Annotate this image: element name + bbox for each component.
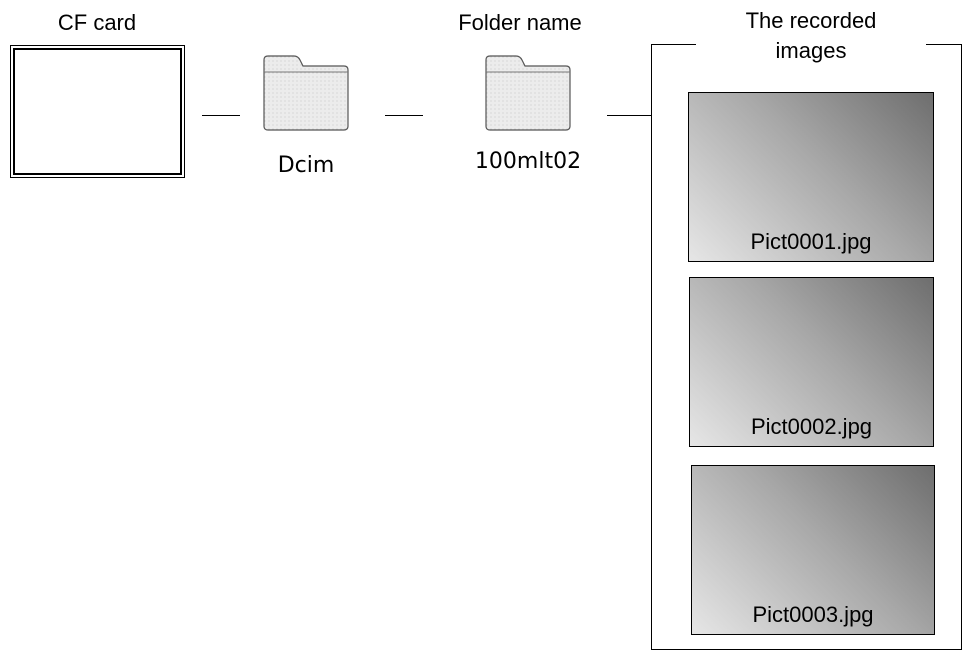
folder-name-label: Folder name: [458, 10, 582, 35]
cf-card-label: CF card: [57, 10, 137, 35]
image-thumbnail: Pict0002.jpg: [689, 277, 934, 447]
recorded-images-title-line2: images: [775, 38, 847, 63]
image-thumbnail: Pict0003.jpg: [691, 465, 935, 635]
recorded-images-title-gap: [696, 40, 926, 50]
connector-dcim-to-folder: [385, 115, 423, 116]
image-thumbnail: Pict0001.jpg: [688, 92, 934, 262]
cf-card: [10, 45, 185, 178]
recorded-images-title-line1: The recorded: [745, 8, 877, 33]
folder-icon-graphic: [485, 55, 571, 131]
image-filename: Pict0001.jpg: [750, 229, 872, 254]
folder-label-dcim: Dcim: [277, 153, 335, 178]
cf-card-inner: [13, 48, 182, 175]
image-filename: Pict0002.jpg: [750, 414, 873, 439]
connector-cf-to-dcim: [202, 115, 240, 116]
folder-icon: [482, 52, 574, 132]
folder-icon: [260, 52, 352, 132]
connector-folder-to-images: [607, 115, 651, 116]
image-filename: Pict0003.jpg: [752, 602, 874, 627]
folder-icon-graphic: [263, 55, 349, 131]
folder-label-100mlt02: 100mlt02: [474, 149, 582, 174]
